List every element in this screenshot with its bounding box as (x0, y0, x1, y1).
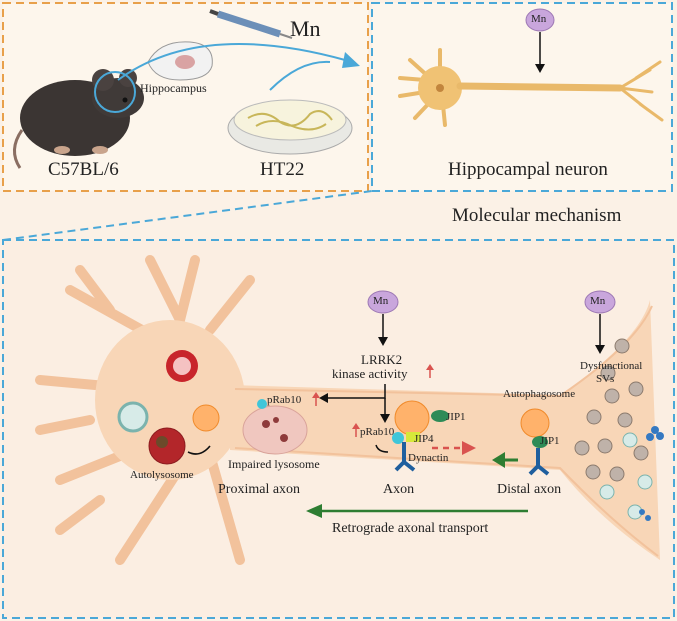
mn-badge-top (525, 8, 555, 32)
brain-illustration (147, 41, 213, 81)
jip1-right-label: JIP1 (540, 435, 560, 447)
mn-badge-top-label: Mn (531, 13, 547, 25)
prab10-top-label: pRab10 (267, 394, 302, 406)
autolysosome-icon (148, 427, 186, 465)
autophagosome-icon-soma (192, 404, 220, 432)
hippocampal-neuron-illustration (398, 48, 664, 127)
autophagosome-label: Autophagosome (503, 388, 576, 400)
treatment-label: Mn (290, 16, 321, 41)
mn-badge-right (584, 290, 616, 314)
dynactin-label: Dynactin (408, 452, 449, 464)
prab10-dot-top (257, 399, 267, 409)
axon-edge-top (234, 305, 653, 398)
mn-arrowhead-top (535, 64, 545, 73)
axon-label: Axon (383, 482, 415, 497)
axon-shape (230, 300, 660, 560)
dynein-motor-axon (394, 442, 416, 472)
mn-left-label: Mn (373, 295, 389, 307)
region-label: Hippocampus (140, 81, 207, 95)
lysosome-core (173, 357, 191, 375)
mouse-label: C57BL/6 (48, 159, 119, 180)
fusion-arrow (187, 445, 211, 455)
kinase-activity-label: kinase activity (332, 366, 408, 381)
jip1-oval-right (532, 436, 548, 448)
section-title: Molecular mechanism (452, 205, 622, 226)
mn-badge-left (367, 290, 399, 314)
jip1-top-label: JIP1 (446, 411, 466, 423)
impaired-lysosome-icon (242, 405, 308, 455)
axon-edge-bottom (234, 447, 659, 557)
dynein-motor-distal (528, 448, 550, 476)
mn-arrowhead-right (595, 345, 605, 354)
autophagosome-icon-distal (520, 408, 550, 438)
impaired-lysosome-label: Impaired lysosome (228, 457, 320, 471)
petri-dish-illustration (227, 99, 353, 155)
flow-arrow-to-neuron (117, 43, 346, 81)
mn-arrowhead-left (378, 337, 388, 346)
mn-right-label: Mn (590, 295, 606, 307)
zoom-line-left (2, 190, 373, 241)
autophagosome-cargo-axon (394, 400, 430, 436)
neuron-body (35, 255, 255, 565)
syringe-icon (209, 9, 293, 39)
svs-label: SVs (596, 373, 615, 385)
prab10-dot-mid (392, 432, 404, 444)
vesicle-icon (117, 401, 149, 433)
prab10-curve-arrow (375, 444, 389, 453)
cell-line-label: HT22 (260, 159, 305, 180)
distal-axon-label: Distal axon (497, 482, 562, 497)
jip4-label: JIP4 (414, 433, 434, 445)
mn-particles (639, 426, 664, 521)
prab10-mid-label: pRab10 (360, 426, 395, 438)
dysfunctional-label: Dysfunctional (580, 360, 643, 372)
autolysosome-cargo (156, 436, 168, 448)
flow-arrowhead (342, 52, 360, 68)
synaptic-vesicles (574, 338, 649, 482)
jip4-block (406, 432, 420, 442)
proximal-axon-label: Proximal axon (218, 482, 301, 497)
jip1-oval-top (431, 410, 449, 422)
neuron-label: Hippocampal neuron (448, 159, 608, 180)
soma (95, 320, 245, 480)
autolysosome-label: Autolysosome (130, 469, 194, 481)
flow-arrow-dish (269, 60, 331, 91)
retrograde-label: Retrograde axonal transport (332, 521, 489, 536)
mouse-illustration (13, 69, 144, 169)
lrrk2-label: LRRK2 (361, 352, 403, 367)
